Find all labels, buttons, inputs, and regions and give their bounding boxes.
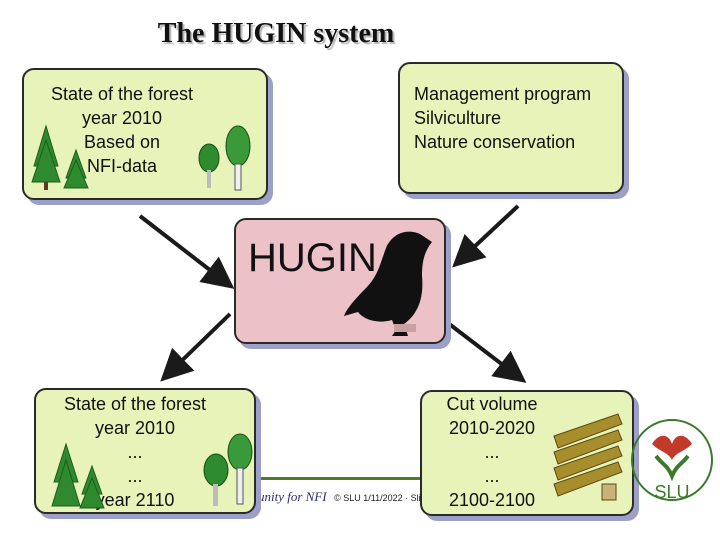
text-line: NFI-data (86, 156, 158, 176)
text-line: 2100-2100 (448, 490, 536, 510)
arrow-hugin-to-bottomleft (160, 312, 232, 382)
timber-stack-icon (553, 413, 623, 501)
text-line: ... (484, 466, 500, 486)
arrow-topright-to-hugin (452, 204, 520, 268)
box-management-program-text: Management program Silviculture Nature c… (414, 82, 619, 154)
text-line: Cut volume (446, 394, 538, 414)
slu-logo-text: SLU (654, 482, 689, 502)
text-line: Management program (414, 84, 592, 104)
text-line: Based on (83, 132, 161, 152)
text-line: 2010-2020 (448, 418, 536, 438)
footer-text: © SLU 1/11/2022 · Slide n (334, 493, 439, 503)
page-title: The HUGIN system (157, 18, 395, 49)
hugin-label: HUGIN (248, 236, 377, 280)
text-line: State of the forest (50, 84, 194, 104)
box-state-of-forest-input: State of the forest year 2010 Based on N… (22, 68, 268, 200)
tree-icons (51, 433, 253, 509)
box-state-of-forest-output-text: State of the forest year 2010 ... ... ye… (50, 392, 220, 512)
spruce-tree-icon (79, 464, 105, 509)
deciduous-tree-icon (203, 453, 229, 506)
text-line: year 2010 (94, 418, 176, 438)
box-cut-volume: Cut volume 2010-2020 ... ... 2100-2100 (420, 390, 634, 516)
spruce-tree-icon (51, 442, 81, 507)
birch-tree-icon (225, 125, 251, 191)
arrow-topleft-to-hugin (138, 214, 235, 289)
text-line: Nature conservation (414, 132, 576, 152)
tree-icons (31, 124, 251, 191)
arrow-hugin-to-bottomright (442, 318, 527, 383)
text-line: State of the forest (63, 394, 207, 414)
box-state-of-forest-input-text: State of the forest year 2010 Based on N… (42, 82, 202, 178)
spruce-tree-icon (63, 148, 89, 189)
raven-icon (344, 231, 432, 336)
text-line: Silviculture (414, 108, 502, 128)
footer: unity for NFI © SLU 1/11/2022 · Slide n (258, 489, 438, 505)
box-management-program: Management program Silviculture Nature c… (398, 62, 624, 194)
footer-rule (255, 477, 425, 480)
footer-italic: unity for NFI (258, 489, 327, 504)
box-state-of-forest-output: State of the forest year 2010 ... ... ye… (34, 388, 256, 514)
slu-logo: SLU (631, 419, 713, 502)
text-line: ... (484, 442, 500, 462)
deciduous-tree-icon (198, 143, 220, 188)
birch-tree-icon (227, 433, 253, 505)
text-line: ... (127, 442, 143, 462)
text-line: year 2010 (81, 108, 163, 128)
box-cut-volume-text: Cut volume 2010-2020 ... ... 2100-2100 (422, 392, 562, 512)
text-line: ... (127, 466, 143, 486)
text-line: year 2110 (95, 490, 175, 510)
box-hugin: HUGIN (234, 218, 446, 344)
spruce-tree-icon (31, 124, 61, 190)
